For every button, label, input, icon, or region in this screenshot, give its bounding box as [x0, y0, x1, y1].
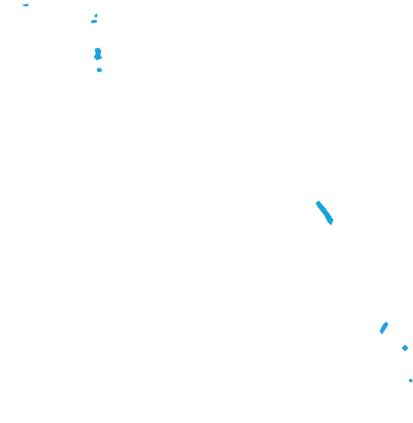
water-body-north-pond	[96, 67, 103, 73]
water-layer	[22, 3, 413, 383]
water-body-southeast-lake	[379, 321, 389, 335]
water-body-southeast-tiny	[408, 378, 413, 383]
water-body-north-small	[90, 13, 98, 24]
water-body-center-east-lake	[315, 200, 334, 226]
water-body-nw-tiny	[22, 3, 29, 7]
water-body-southeast-pond	[401, 344, 409, 352]
water-body-north-lake	[93, 47, 103, 61]
